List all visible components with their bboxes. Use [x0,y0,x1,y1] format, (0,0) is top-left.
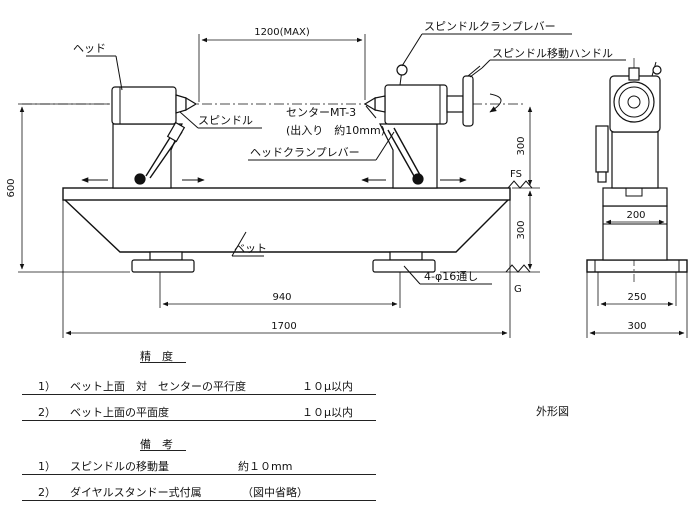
dim-upper-300: 300 [516,136,527,155]
remarks-item-1-value: 約１０mm [238,460,293,473]
outline-drawing: 1200(MAX) 600 300 300 FS G 940 1700 [6,20,688,338]
svg-text:FS: FS [510,169,522,180]
bed-foot-left [131,251,195,273]
accuracy-item-2-no: 2） [38,406,56,419]
remarks-item-2-no: 2） [38,486,56,499]
remarks-item-2-text: ダイヤルスタンドー式付属 [70,486,202,499]
bed [62,187,511,253]
dim-lower-300: 300 [516,220,527,239]
accuracy-rule-2 [22,420,376,421]
dim-side-250: 250 [627,292,646,303]
notes-section: 精 度 1） ベット上面 対 センターの平行度 １０μ以内 2） ベット上面の平… [0,348,700,530]
callout-head: ヘッド [73,42,106,55]
dim-side-200: 200 [626,210,645,221]
front-view: 1200(MAX) 600 300 300 FS G 940 1700 [6,20,626,338]
remarks-rule-1 [22,474,376,475]
right-head [363,64,502,189]
callout-spindle-clamp-lever: スピンドルクランプレバー [424,20,556,33]
dim-side-300: 300 [627,321,646,332]
dim-overall-length: 1700 [271,321,296,332]
side-view: 200 250 300 [586,58,688,338]
accuracy-heading: 精 度 [140,350,173,363]
accuracy-item-1-value: １０μ以内 [302,380,353,393]
dim-height: 600 [6,178,17,197]
callout-center: センターMT-3 [286,106,356,119]
callout-spindle: スピンドル [198,114,253,127]
accuracy-item-1-no: 1） [38,380,56,393]
bed-foot-right [372,251,436,273]
callout-travel: (出入り 約10mm) [286,123,385,137]
remarks-rule-2 [22,500,376,501]
dim-max-length: 1200(MAX) [254,27,310,38]
remarks-heading-underline [140,450,186,451]
remarks-item-1-text: スピンドルの移動量 [70,460,169,473]
accuracy-item-2-value: １０μ以内 [302,406,353,419]
accuracy-rule-1 [22,394,376,395]
callout-holes: 4-φ16通し [424,270,478,283]
callout-spindle-move-handle: スピンドル移動ハンドル [492,46,613,60]
remarks-item-1-no: 1） [38,460,56,473]
accuracy-item-2-text: ベット上面の平面度 [70,406,169,419]
callout-head-clamp-lever: ヘッドクランプレバー [250,146,360,159]
remarks-heading: 備 考 [140,438,173,451]
svg-text:G: G [514,284,522,295]
view-title: 外形図 [536,405,569,418]
left-head [111,86,198,189]
dim-foot-pitch: 940 [272,292,291,303]
accuracy-heading-underline [140,362,186,363]
callout-bed: ベット [234,242,267,255]
fs-symbol: FS [507,169,533,189]
accuracy-item-1-text: ベット上面 対 センターの平行度 [70,380,246,393]
remarks-item-2-value: （図中省略） [242,486,308,499]
